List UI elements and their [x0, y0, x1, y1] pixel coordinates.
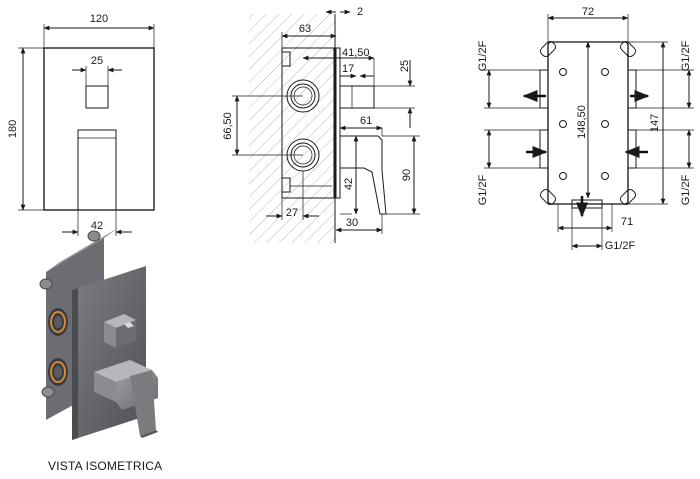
dim-side-handle-height: 42 — [343, 178, 355, 190]
back-view: 72 148,50 147 G1/2F G1/2F G1/2F G1/2F 71 — [477, 6, 694, 252]
dim-back-inner-height: 148,50 — [576, 105, 588, 139]
wall-hatch — [249, 14, 335, 243]
mounting-ear-tr — [619, 40, 637, 58]
thread-label-bottom-left: G1/2F — [477, 174, 489, 205]
mounting-ear-br — [619, 188, 637, 206]
iso-diverter-knob — [104, 314, 136, 348]
cover-plate — [335, 47, 341, 199]
dim-side-handle-depth: 61 — [360, 115, 372, 127]
dim-side-stem-distance: 41,50 — [342, 47, 370, 59]
iso-lever-handle — [94, 360, 158, 438]
iso-inlet-top — [48, 308, 68, 336]
dim-side-body-depth: 63 — [299, 23, 311, 35]
front-handle — [77, 129, 117, 211]
iso-inlet-bottom — [48, 358, 68, 386]
dim-side-bottom-offset: 27 — [286, 207, 298, 219]
mounting-ear-tl — [539, 40, 557, 58]
thread-label-top-right: G1/2F — [680, 40, 692, 71]
dim-side-inlet-spacing: 66,50 — [222, 112, 234, 140]
front-plate — [43, 47, 155, 211]
lever — [339, 135, 387, 215]
dim-side-wall-offset: 2 — [357, 6, 363, 18]
dim-front-top-square: 25 — [91, 55, 103, 67]
thread-label-bottom-right: G1/2F — [680, 174, 692, 205]
front-top-square — [85, 85, 109, 109]
thread-label-bottom: G1/2F — [605, 240, 636, 252]
dim-back-height: 147 — [649, 114, 661, 132]
dim-back-width: 72 — [582, 6, 594, 18]
side-view: 2 63 41,50 17 25 66,50 61 42 — [222, 6, 420, 243]
stem — [339, 85, 375, 109]
dim-side-stem-height: 25 — [399, 60, 411, 72]
valve-body — [281, 47, 335, 199]
dim-side-stem-depth: 17 — [342, 63, 354, 75]
iso-cover-plate — [72, 266, 146, 440]
dim-back-bottom-offset: 71 — [621, 216, 633, 228]
dim-side-plate-offset: 30 — [346, 217, 358, 229]
isometric-view: VISTA ISOMETRICA — [39, 228, 162, 473]
dim-front-height: 180 — [7, 120, 19, 138]
isometric-caption: VISTA ISOMETRICA — [48, 459, 162, 473]
iso-lugs — [39, 230, 101, 398]
back-holes — [559, 68, 609, 180]
dim-side-handle-total: 90 — [401, 169, 413, 181]
front-view: 120 180 25 42 — [7, 13, 155, 236]
mounting-ear-bl — [539, 188, 557, 206]
thread-label-top-left: G1/2F — [477, 40, 489, 71]
dim-front-width: 120 — [90, 13, 108, 25]
dim-front-handle: 42 — [91, 220, 103, 232]
